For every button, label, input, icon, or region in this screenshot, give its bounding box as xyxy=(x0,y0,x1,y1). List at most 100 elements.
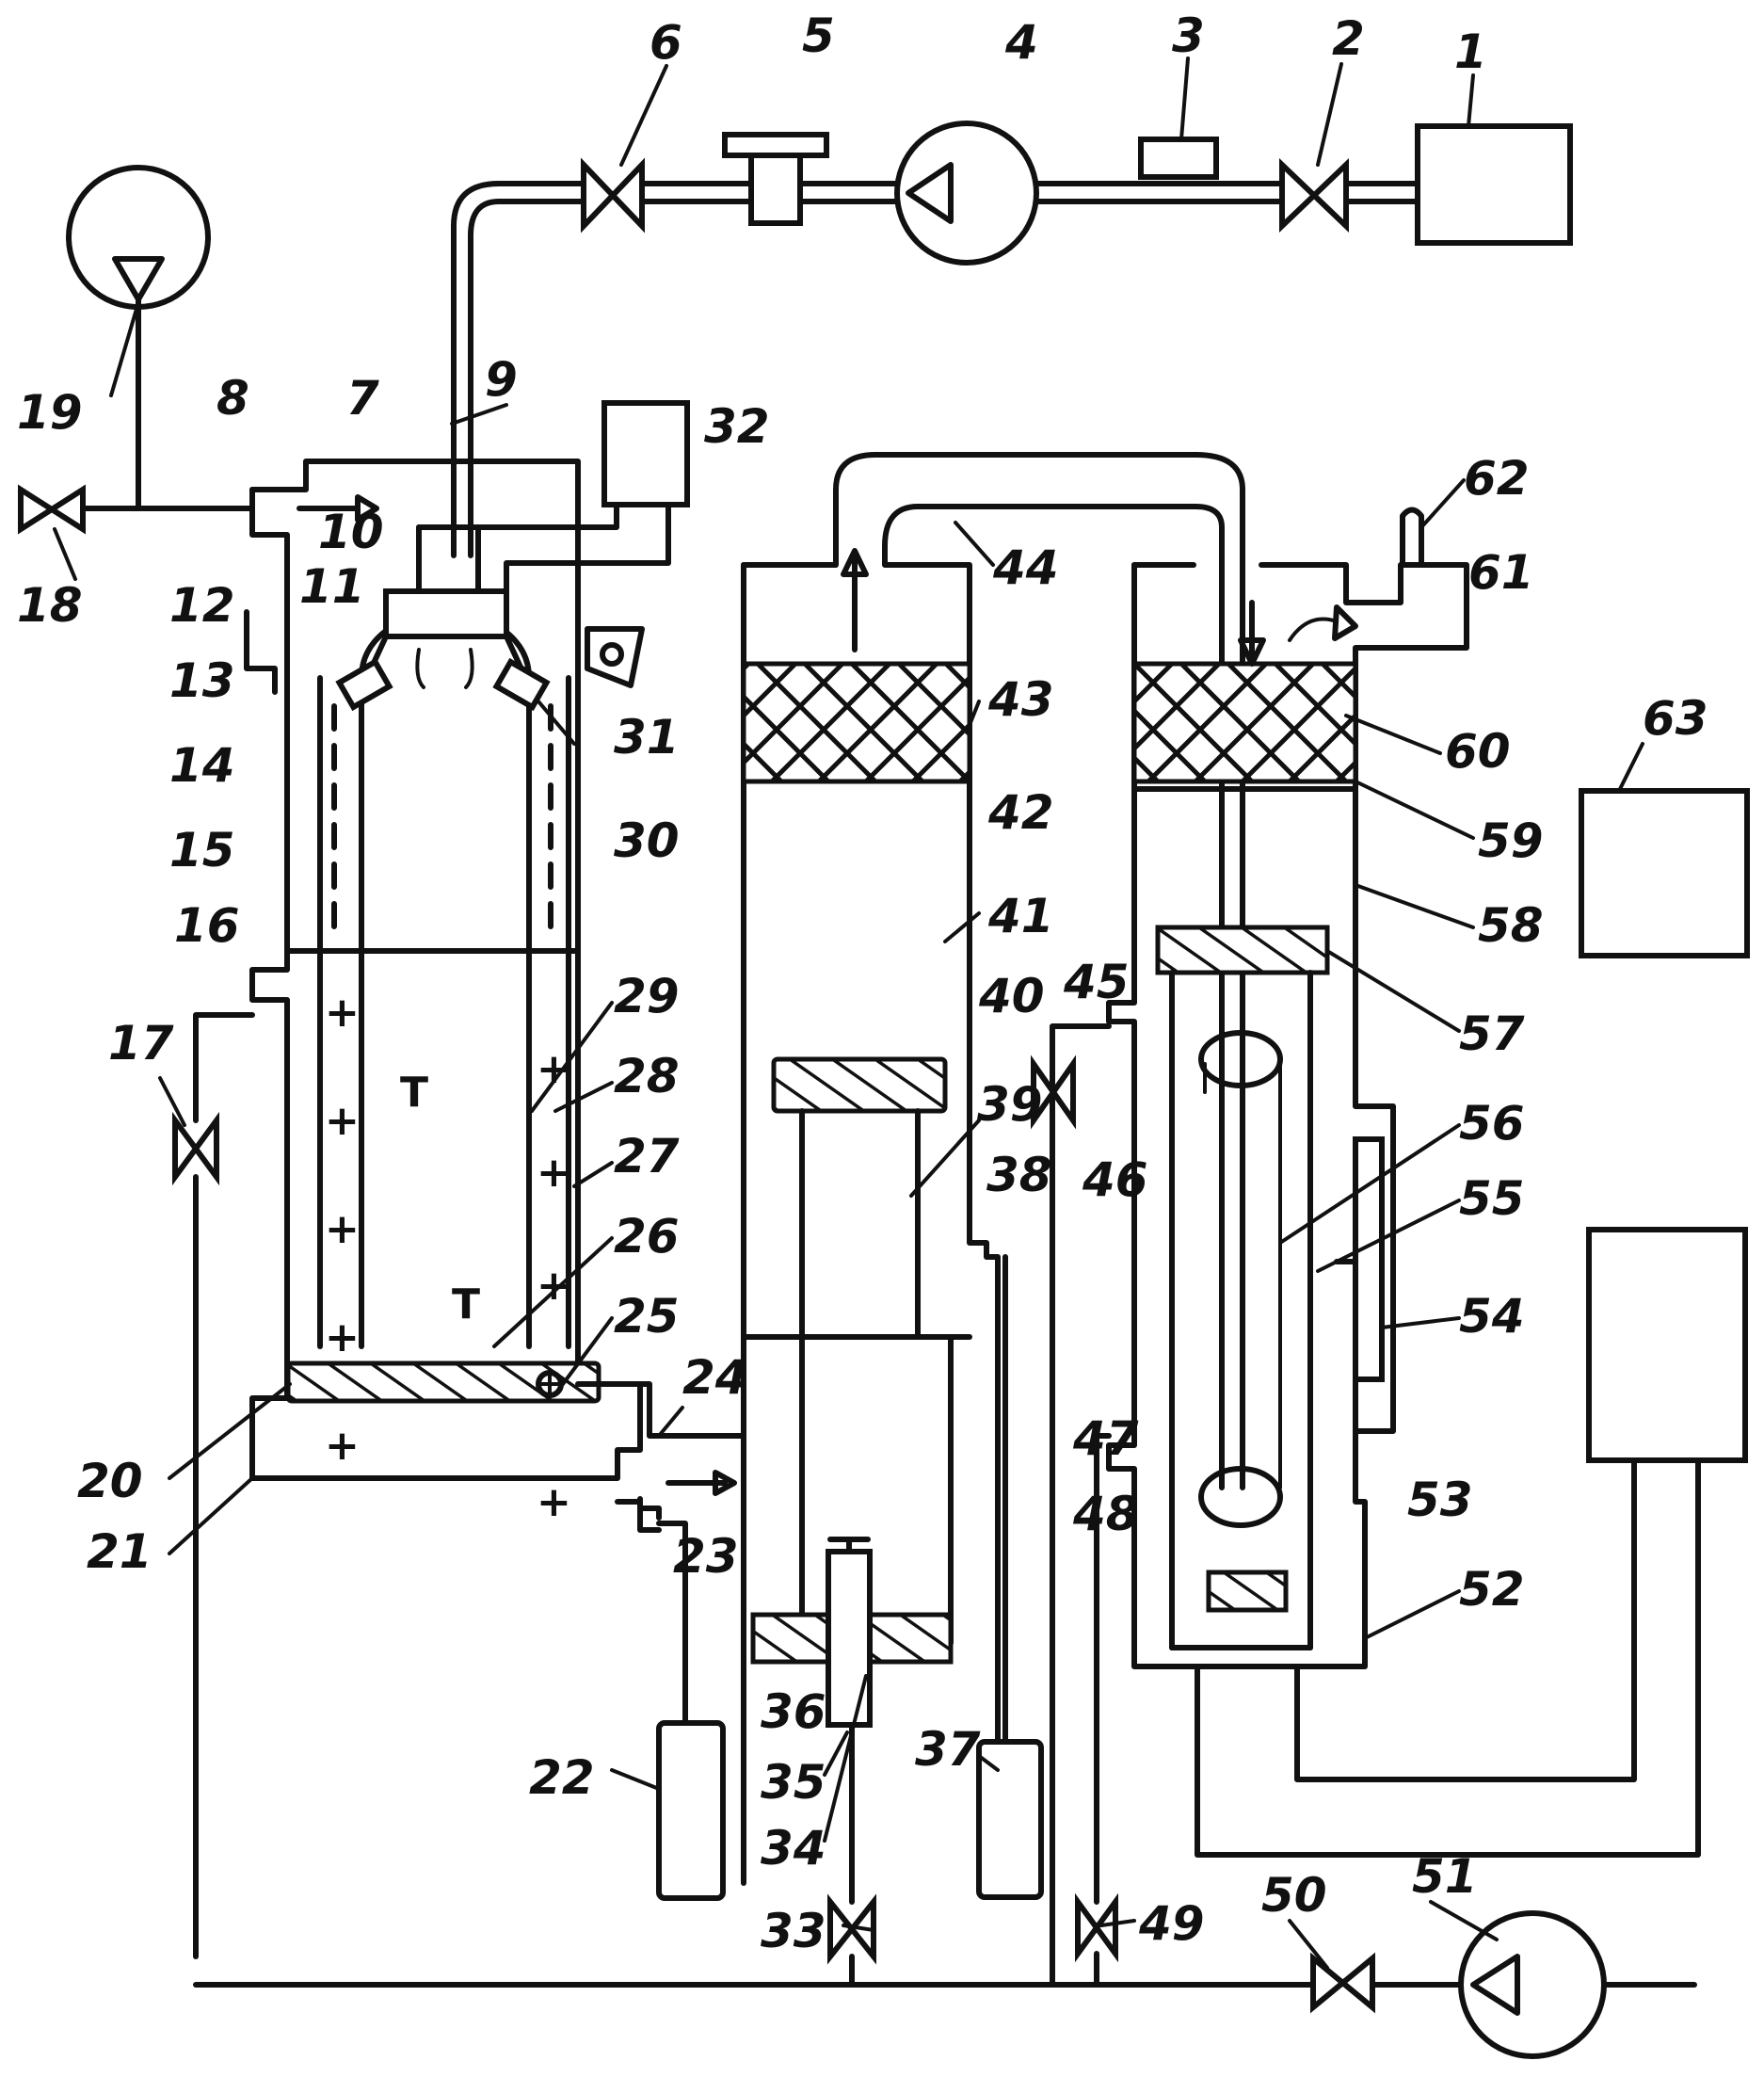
label-37: 37 xyxy=(915,1722,981,1777)
label-39: 39 xyxy=(977,1077,1043,1132)
label-53: 53 xyxy=(1407,1473,1473,1527)
column-middle xyxy=(741,452,1245,1988)
label-18: 18 xyxy=(17,578,83,633)
label-63: 63 xyxy=(1643,691,1708,746)
label-55: 55 xyxy=(1459,1171,1525,1226)
label-40: 40 xyxy=(978,969,1045,1023)
label-34: 34 xyxy=(761,1821,826,1876)
sensor-31 xyxy=(585,626,645,688)
unit-63 xyxy=(1579,788,1750,958)
label-2: 2 xyxy=(1332,11,1365,66)
pump-4 xyxy=(894,121,1039,266)
plate-40 xyxy=(771,1056,948,1114)
label-41: 41 xyxy=(987,889,1054,943)
label-38: 38 xyxy=(986,1148,1052,1202)
label-26: 26 xyxy=(614,1209,680,1264)
svg-text:T: T xyxy=(452,1280,480,1328)
svg-text:+: + xyxy=(537,1149,571,1197)
flow-symbols: T T + + + + + + + + + xyxy=(325,548,1358,1526)
label-19: 19 xyxy=(17,385,83,440)
valve-2 xyxy=(1279,157,1349,233)
unit-53 xyxy=(1586,1227,1748,1463)
meter-3 xyxy=(1138,137,1219,180)
nozzle-left xyxy=(335,657,393,712)
svg-text:+: + xyxy=(325,1097,360,1145)
packing-60 xyxy=(1131,661,1358,784)
label-42: 42 xyxy=(987,785,1054,840)
label-17: 17 xyxy=(108,1016,174,1071)
label-61: 61 xyxy=(1468,545,1534,600)
plate-57 xyxy=(1155,925,1330,975)
packing-43 xyxy=(741,661,972,784)
tank-1 xyxy=(1415,123,1573,246)
label-8: 8 xyxy=(216,371,249,426)
pump-51 xyxy=(1458,1910,1607,2059)
label-58: 58 xyxy=(1478,898,1544,953)
valve-18 xyxy=(18,484,86,535)
svg-text:T: T xyxy=(400,1069,428,1117)
valve-49 xyxy=(1075,1892,1118,1963)
label-48: 48 xyxy=(1072,1487,1139,1541)
label-56: 56 xyxy=(1459,1096,1525,1151)
callout-labels: 1 2 3 4 5 6 7 8 9 10 11 12 13 14 15 16 1… xyxy=(17,8,1708,1958)
label-4: 4 xyxy=(1004,15,1038,70)
svg-text:+: + xyxy=(325,1205,360,1253)
label-30: 30 xyxy=(614,813,680,868)
label-62: 62 xyxy=(1464,451,1530,506)
label-49: 49 xyxy=(1138,1896,1205,1951)
label-36: 36 xyxy=(761,1684,826,1739)
label-29: 29 xyxy=(614,969,680,1023)
label-44: 44 xyxy=(992,540,1059,595)
valve-50 xyxy=(1310,1952,1375,2014)
svg-text:+: + xyxy=(537,1045,571,1093)
svg-text:+: + xyxy=(325,1422,360,1470)
svg-text:+: + xyxy=(325,1313,360,1361)
label-27: 27 xyxy=(614,1129,680,1183)
label-14: 14 xyxy=(169,738,235,793)
supply-line xyxy=(451,121,1573,558)
label-10: 10 xyxy=(318,505,384,559)
label-13: 13 xyxy=(169,653,235,708)
label-46: 46 xyxy=(1082,1152,1148,1207)
label-47: 47 xyxy=(1072,1411,1139,1466)
label-3: 3 xyxy=(1172,8,1205,63)
valve-46 xyxy=(1031,1055,1076,1130)
valve-17 xyxy=(172,1111,219,1186)
label-21: 21 xyxy=(87,1524,152,1579)
label-25: 25 xyxy=(614,1289,680,1344)
valve-6 xyxy=(581,157,645,233)
label-11: 11 xyxy=(299,559,365,614)
label-33: 33 xyxy=(761,1904,826,1958)
nozzle-30 xyxy=(492,657,551,712)
filter-5 xyxy=(722,132,829,226)
piston-35 xyxy=(826,1549,873,1728)
label-54: 54 xyxy=(1459,1289,1525,1344)
label-32: 32 xyxy=(704,399,770,454)
unit-32 xyxy=(601,400,690,507)
label-43: 43 xyxy=(987,672,1054,727)
label-45: 45 xyxy=(1063,955,1130,1009)
svg-text:+: + xyxy=(537,1478,571,1526)
label-59: 59 xyxy=(1478,813,1544,868)
label-28: 28 xyxy=(614,1049,680,1103)
head-11 xyxy=(383,588,509,639)
gauge-19 xyxy=(66,165,211,310)
window-54 xyxy=(1353,1136,1385,1382)
label-5: 5 xyxy=(802,8,835,63)
label-57: 57 xyxy=(1459,1006,1525,1061)
label-60: 60 xyxy=(1445,724,1511,779)
label-20: 20 xyxy=(77,1454,143,1508)
label-12: 12 xyxy=(169,578,235,633)
receiver-37 xyxy=(976,1739,1044,1900)
label-52: 52 xyxy=(1459,1562,1525,1617)
label-9: 9 xyxy=(485,352,518,407)
sensor-47 xyxy=(1206,1570,1289,1613)
label-22: 22 xyxy=(529,1750,595,1805)
reactor-left xyxy=(18,165,746,1959)
label-23: 23 xyxy=(673,1529,739,1584)
label-6: 6 xyxy=(649,15,682,70)
svg-text:+: + xyxy=(325,989,360,1037)
label-1: 1 xyxy=(1454,24,1487,79)
label-7: 7 xyxy=(346,371,379,426)
